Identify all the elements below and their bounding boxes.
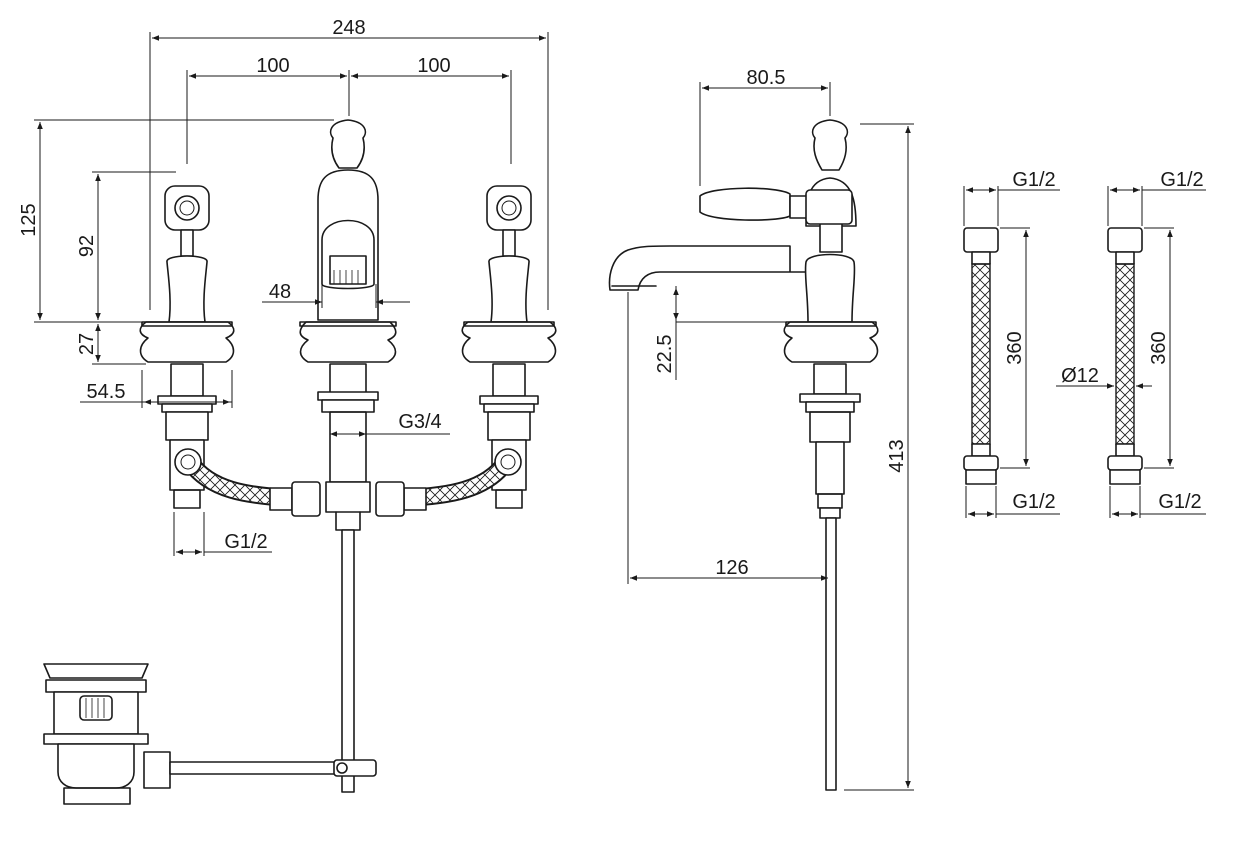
front-view: 248 100 100 125 92 27 48 [18,17,557,805]
dim-hose-2-bottom-thread: G1/2 [1158,491,1201,513]
dim-hose-1-length: 360 [1004,331,1026,364]
dim-handle-height: 125 [18,203,40,236]
dim-total-height: 413 [886,439,908,472]
left-valve-body [139,321,235,509]
dim-hose-2-length: 360 [1148,331,1170,364]
dim-spout-width: 48 [269,281,291,303]
braided-hoses [174,448,522,517]
dim-spout-projection-depth: 80.5 [747,67,786,89]
centre-spout [299,119,397,793]
dim-main-thread: G3/4 [398,411,441,433]
dim-side-handle-height: 92 [76,235,98,257]
front-dimensions: 248 100 100 125 92 27 48 [18,17,549,556]
dim-spout-clearance: 22.5 [654,335,676,374]
dim-left-spacing: 100 [256,55,289,77]
side-view: 80.5 413 22.5 126 [608,67,914,791]
side-spout [608,119,879,791]
side-dimensions: 80.5 413 22.5 126 [627,67,914,791]
right-cross-handle [486,185,532,323]
flexible-hose-1: G1/2 360 G1/2 [963,169,1060,518]
dim-spout-reach: 126 [715,557,748,579]
dim-right-spacing: 100 [417,55,450,77]
dim-base-height: 27 [76,333,98,355]
dim-inlet-thread: G1/2 [224,531,267,553]
flexible-hose-2: G1/2 360 Ø12 G1/2 [1056,169,1206,518]
left-cross-handle [164,185,210,323]
dim-base-width: 54.5 [87,381,126,403]
dim-hose-1-top-thread: G1/2 [1012,169,1055,191]
pop-up-waste [43,663,377,805]
dim-hose-1-bottom-thread: G1/2 [1012,491,1055,513]
dim-hose-2-top-thread: G1/2 [1160,169,1203,191]
dim-hose-diameter: Ø12 [1061,365,1099,387]
dim-overall-width: 248 [332,17,365,39]
